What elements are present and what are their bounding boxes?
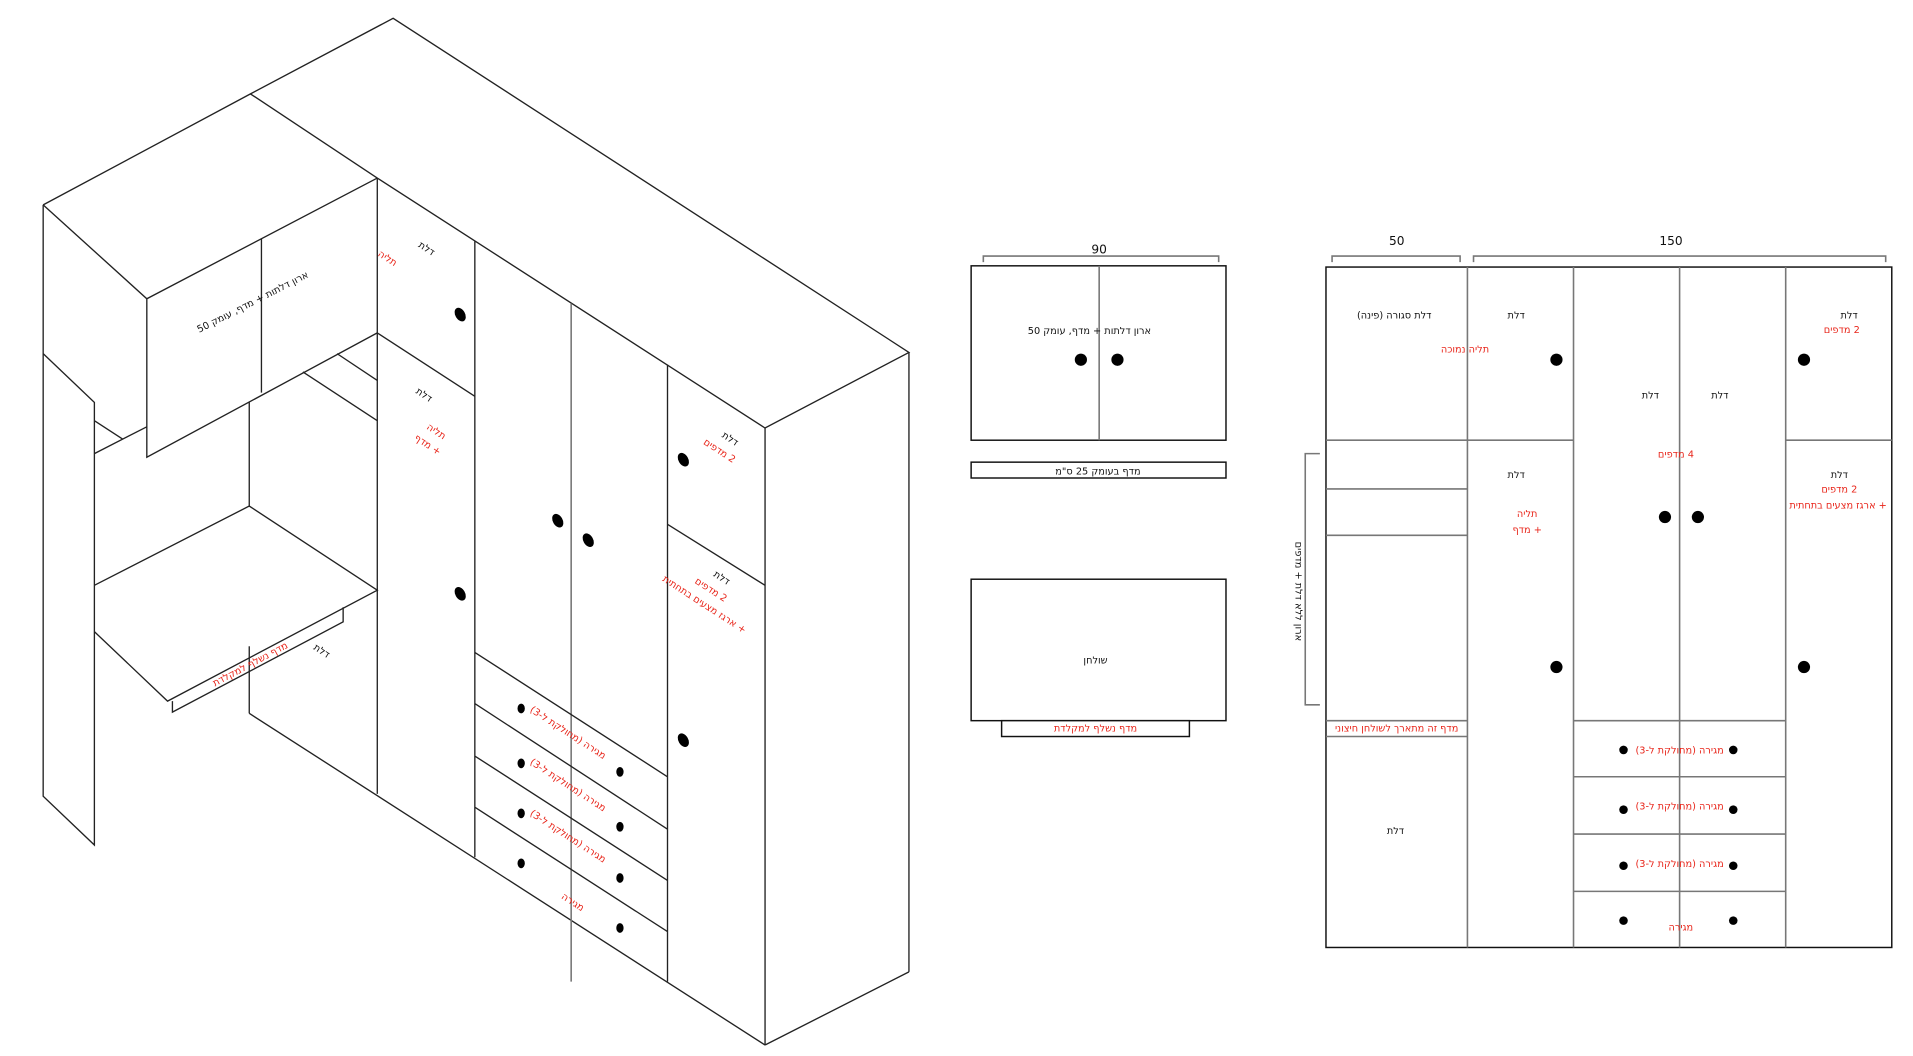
tray-label: מדף נשלף למקלדת (1054, 724, 1137, 735)
keyboard-tray (1000, 719, 1191, 738)
iso-right-upper-group: דלת 2 מדפים (701, 430, 740, 466)
iso-door-label: דלת (311, 642, 331, 661)
iso-upper-cabinet-label: ארון דלתות + מדף, עומק 50 (196, 270, 311, 336)
handle-icon (1111, 353, 1124, 366)
iso-right-lower-group: דלת 2 מדפים + ארגז מצעים בתחתית (660, 569, 748, 636)
open-section-label: ארון ללא דלת + מדפים (1292, 542, 1303, 641)
iso-door-label: דלת (416, 240, 436, 259)
wardrobe-elevation: 50 150 ארון ללא דלת + מדפים דלת סגורה (פ… (1292, 234, 1893, 949)
corner-door-label: דלת סגורה (פינה) (1357, 310, 1432, 321)
handle-icon (1550, 353, 1811, 925)
handle-icon (454, 307, 689, 933)
iso-drawer-label: מגירה (מחולקת ל-3) (528, 757, 608, 814)
door-label: דלת (1831, 470, 1848, 481)
handle-icon (1074, 353, 1087, 366)
extension-shelf-label: מדף זה מתארך לשולחן חיצוני (1335, 724, 1458, 735)
wardrobe-outline (1325, 266, 1893, 949)
iso-hanging-label: תליה (376, 249, 399, 269)
iso-drawer-label: מגירה (מחולקת ל-3) (528, 705, 608, 762)
iso-door-label: דלת (414, 386, 434, 405)
shelf (970, 461, 1227, 479)
organizer-label: + ארגז מצעים בתחתית (1789, 500, 1886, 511)
iso-keyboard-tray-label: מדף נשלף למקלדת (211, 640, 290, 689)
door-label: דלת (1711, 391, 1728, 402)
shelves-label: 2 מדפים (1824, 325, 1860, 336)
shelf-label: + מדף (1512, 525, 1541, 536)
low-hanging-label: תליה נמוכה (1441, 344, 1489, 355)
door-label: דלת (1508, 470, 1525, 481)
desk-label: שולחן (1083, 655, 1107, 666)
door-label: דלת (1642, 391, 1659, 402)
hanging-label: תליה (1517, 509, 1538, 520)
drawer-label: מגירה (מחולקת ל-3) (1635, 746, 1723, 757)
shelf-label: מדף בעומק 25 ס"מ (1055, 466, 1140, 477)
isometric-view: ארון דלתות + מדף, עומק 50 דלת תליה דלת ת… (42, 17, 911, 1046)
drawer-label: מגירה (מחולקת ל-3) (1635, 859, 1723, 870)
cabinet-label: ארון דלתות + מדף, עומק 50 (1028, 326, 1151, 337)
door-label: דלת (1840, 310, 1857, 321)
desk (970, 578, 1227, 722)
door-label: דלת (1387, 826, 1404, 837)
drawer-label: מגירה (1668, 922, 1693, 933)
door-label: דלת (1508, 310, 1525, 321)
main-dimension: 150 (1659, 234, 1682, 248)
shelves-label: 4 מדפים (1658, 449, 1694, 460)
drawer-label: מגירה (מחולקת ל-3) (1635, 802, 1723, 813)
iso-drawer-label: מגירה (559, 891, 586, 914)
iso-drawer-label: מגירה (מחולקת ל-3) (528, 808, 608, 865)
desk-elevation: 90 ארון דלתות + מדף, עומק 50 מדף בעומק 2… (970, 243, 1227, 738)
shelves-label: 2 מדפים (1821, 485, 1857, 496)
left-dimension: 50 (1389, 234, 1405, 248)
width-dimension: 90 (1091, 243, 1107, 257)
iso-hanging-shelf-group: תליה + מדף (412, 422, 448, 458)
